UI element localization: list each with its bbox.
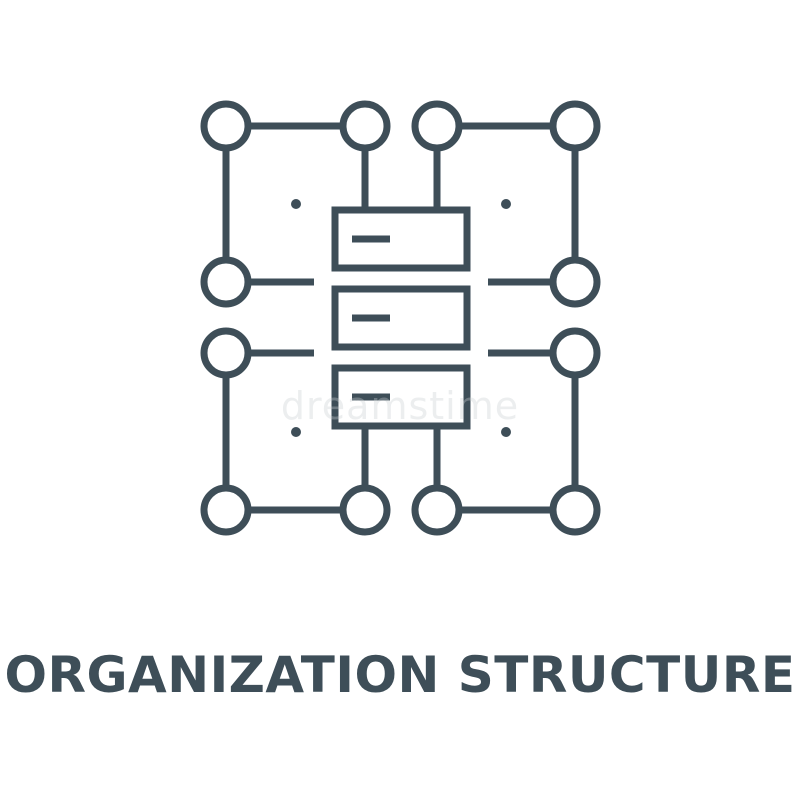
node-circle (200, 100, 252, 152)
node-circle (339, 100, 391, 152)
dot (501, 199, 511, 209)
watermark: dreamstime (280, 384, 520, 428)
node-circle (549, 484, 601, 536)
dot (501, 427, 511, 437)
node-circle (339, 484, 391, 536)
node-circle (411, 100, 463, 152)
node-circle (411, 484, 463, 536)
node-circle (200, 327, 252, 379)
page-title: ORGANIZATION STRUCTURE (4, 646, 796, 704)
dot (291, 199, 301, 209)
dot (291, 427, 301, 437)
node-circle (200, 256, 252, 308)
node-circle (549, 100, 601, 152)
node-circle (549, 327, 601, 379)
organization-structure-icon (200, 100, 601, 536)
node-circle (200, 484, 252, 536)
node-circle (549, 256, 601, 308)
org-structure-graphic (200, 100, 601, 536)
